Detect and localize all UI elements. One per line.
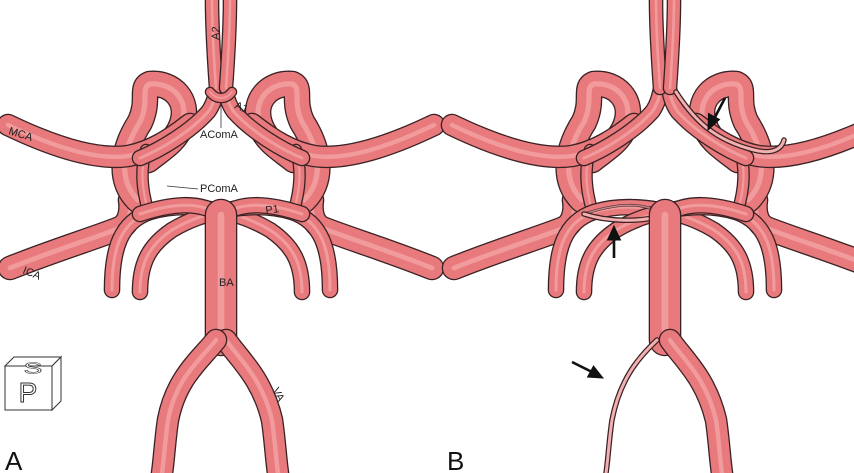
va-right bbox=[670, 340, 722, 473]
a2-pair-right bbox=[670, 0, 674, 88]
a2-pair-left bbox=[656, 0, 660, 88]
panel-label-a: A bbox=[5, 446, 23, 473]
label-a2: A2 bbox=[210, 26, 222, 40]
label-pcoma: PComA bbox=[200, 183, 239, 195]
panel-b-variant-anatomy bbox=[452, 0, 854, 473]
va-left bbox=[162, 340, 216, 473]
acoma bbox=[210, 92, 232, 98]
label-ba: BA bbox=[219, 277, 234, 289]
cube-side-face bbox=[52, 357, 61, 410]
label-acoma: AComA bbox=[200, 129, 239, 141]
leader-pcoma bbox=[167, 186, 198, 189]
panel-a-normal-anatomy bbox=[8, 0, 434, 473]
cube-letter-top: S bbox=[24, 360, 43, 377]
cube-letter-front: P bbox=[19, 377, 38, 408]
arrow-va-hypoplastic bbox=[572, 362, 603, 378]
orientation-cube: S P bbox=[5, 357, 61, 410]
a2-pair-right bbox=[226, 0, 230, 88]
label-p1: P1 bbox=[265, 203, 280, 217]
va-right bbox=[226, 340, 278, 473]
a2-pair-left bbox=[212, 0, 216, 88]
panel-label-b: B bbox=[447, 446, 464, 473]
va-left-hypoplastic bbox=[606, 340, 657, 473]
